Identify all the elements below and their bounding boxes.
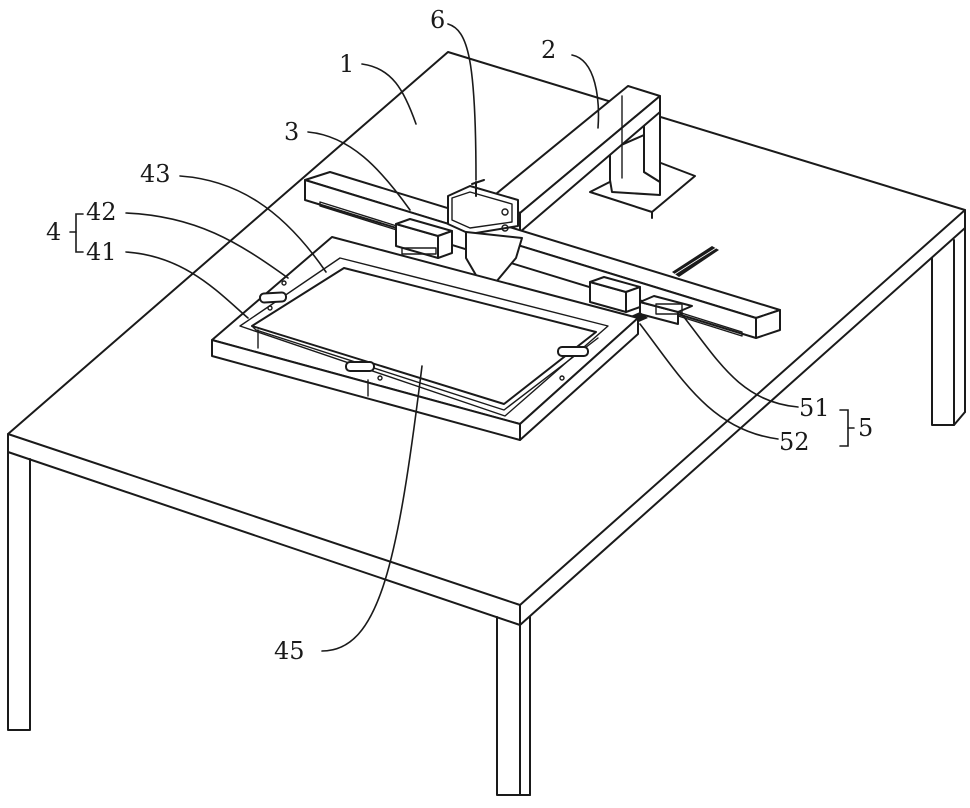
label-42: 42 bbox=[86, 198, 117, 226]
label-52: 52 bbox=[779, 428, 810, 456]
label-1: 1 bbox=[339, 50, 354, 78]
label-6: 6 bbox=[430, 6, 445, 34]
label-51: 51 bbox=[799, 394, 830, 422]
label-45: 45 bbox=[274, 637, 305, 665]
label-41: 41 bbox=[86, 238, 117, 266]
label-3: 3 bbox=[284, 118, 299, 146]
label-2: 2 bbox=[541, 36, 556, 64]
label-43: 43 bbox=[140, 160, 171, 188]
label-4: 4 bbox=[46, 218, 61, 246]
label-5: 5 bbox=[858, 414, 873, 442]
